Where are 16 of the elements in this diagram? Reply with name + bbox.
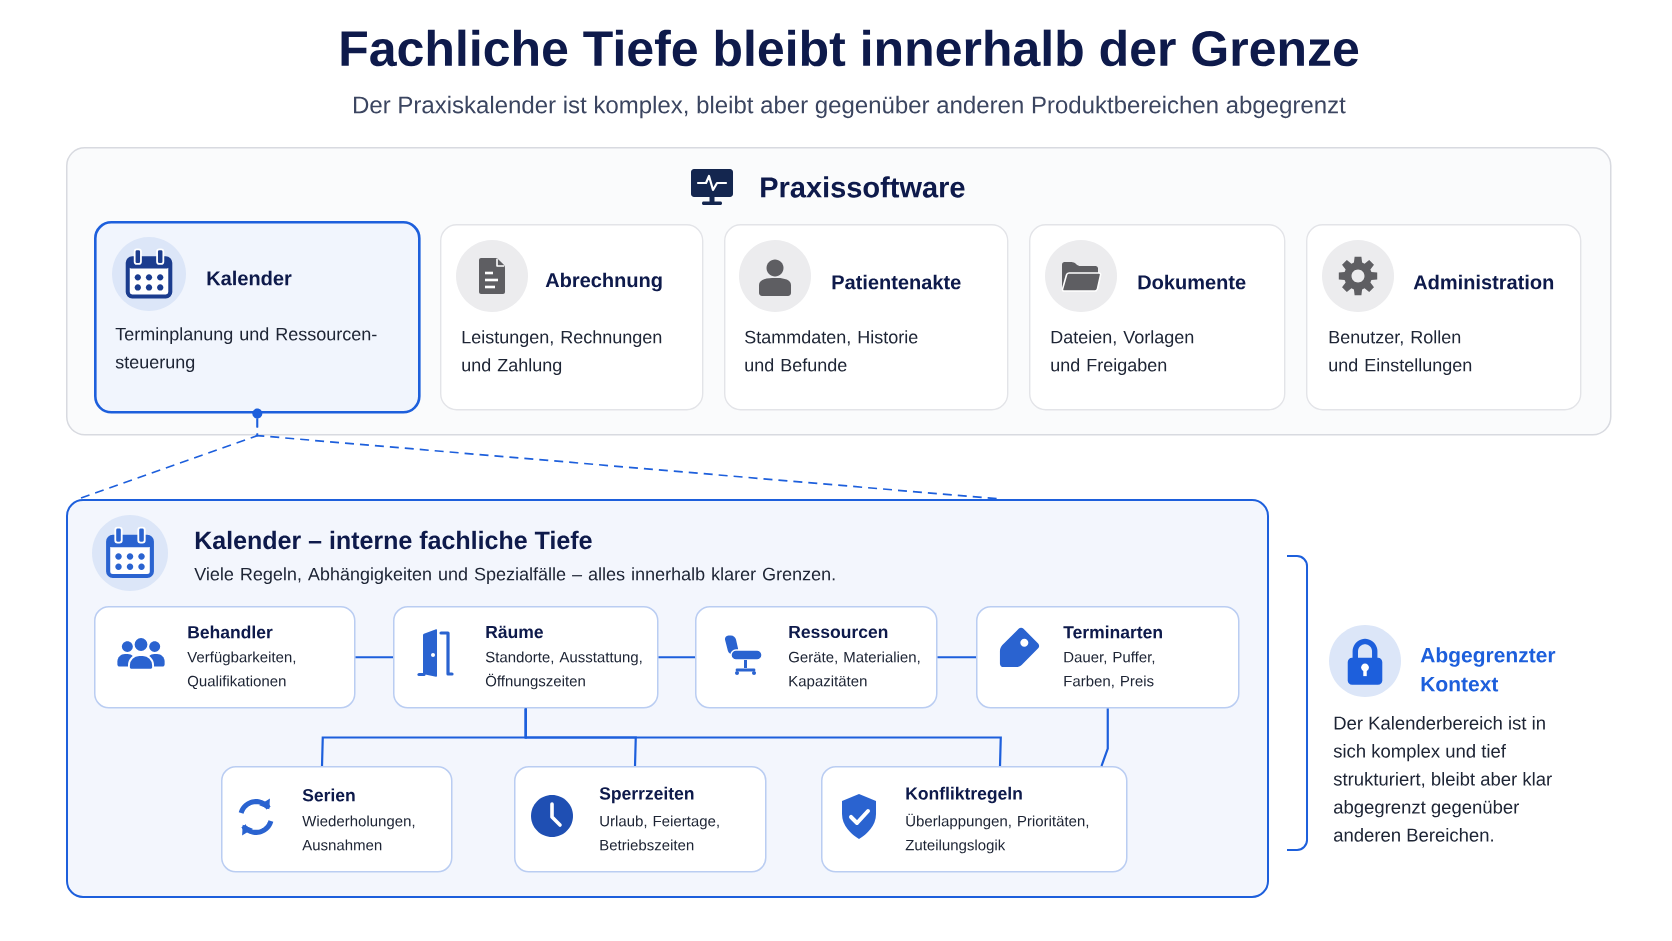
topic-card: Behandler Verfügbarkeiten, Qualifikationen xyxy=(94,606,356,709)
topic-card: Serien Wiederholungen, Ausnahmen xyxy=(221,766,453,873)
connector-line xyxy=(355,656,393,659)
topic-card: Sperrzeiten Urlaub, Feiertage, Betriebszeiten xyxy=(514,766,767,873)
connector-line xyxy=(658,656,695,659)
connector-line xyxy=(1100,708,1109,767)
topic-card: Räume Standorte, Ausstattung, Öffnungszeiten xyxy=(393,606,659,709)
topic-card: Terminarten Dauer, Puffer, Farben, Preis xyxy=(976,606,1240,709)
connector-line xyxy=(937,656,976,659)
connector-line xyxy=(524,708,1002,767)
subtitle: Der Praxiskalender ist komplex, bleibt aber gegenüber anderen Produktbereichen abgegrenzt xyxy=(354,95,1346,119)
context-text: Der Kalenderbereich ist in sich komplex und tief strukturiert, bleibt aber klar abgegrenzt gegenüber anderen Bereichen. xyxy=(1333,716,1552,842)
context-heading: Abgegrenzter Kontext xyxy=(1420,647,1556,692)
title: Fachliche Tiefe bleibt innerhalb der Grenze xyxy=(341,29,1359,67)
topic-card: Ressourcen Geräte, Materialien, Kapazitäten xyxy=(695,606,938,709)
topic-card: Konfliktregeln Überlappungen, Prioritäten, Zuteilungslogik xyxy=(821,766,1128,873)
